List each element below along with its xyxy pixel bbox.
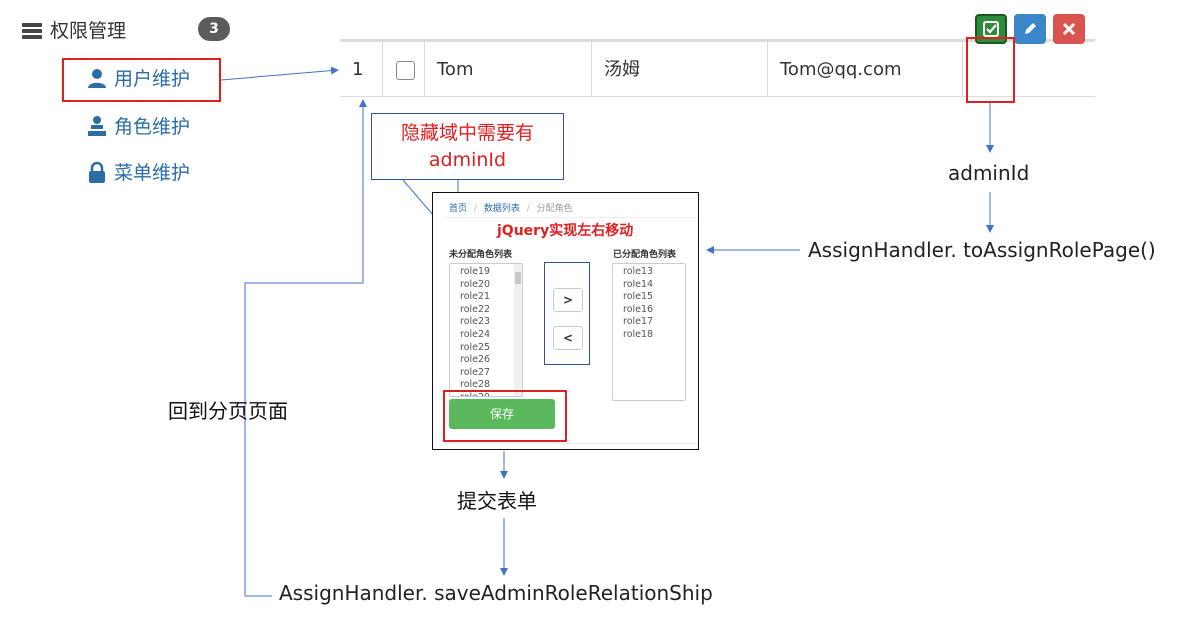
unassigned-role-list[interactable]: role19 role20 role21 role22 role23 role2… bbox=[449, 263, 523, 397]
server-icon bbox=[22, 22, 42, 39]
sidebar-header-label: 权限管理 bbox=[50, 20, 127, 42]
breadcrumb: 首页 / 数据列表 / 分配角色 bbox=[449, 201, 573, 214]
assigned-label: 已分配角色列表 bbox=[613, 250, 677, 260]
sidebar-item-label: 角色维护 bbox=[114, 116, 191, 138]
line-back-to-page bbox=[244, 99, 367, 596]
move-left-button[interactable]: < bbox=[553, 326, 583, 350]
list-item[interactable]: role14 bbox=[623, 278, 654, 290]
sidebar-item-menu[interactable]: 菜单维护 bbox=[86, 158, 190, 185]
to-assign-handler-label: AssignHandler. toAssignRolePage() bbox=[808, 238, 1156, 262]
row-checkbox[interactable] bbox=[396, 61, 415, 80]
breadcrumb-data-list[interactable]: 数据列表 bbox=[483, 204, 520, 214]
unassigned-label: 未分配角色列表 bbox=[449, 250, 513, 260]
row-index: 1 bbox=[340, 42, 383, 97]
list-item[interactable]: role22 bbox=[460, 303, 491, 315]
breadcrumb-home[interactable]: 首页 bbox=[449, 204, 468, 214]
assign-role-button[interactable] bbox=[975, 14, 1007, 44]
list-item[interactable]: role28 bbox=[460, 379, 491, 391]
table-row: 1 Tom 汤姆 Tom@qq.com bbox=[340, 39, 1095, 97]
save-button[interactable]: 保存 bbox=[449, 399, 555, 429]
move-right-button[interactable]: > bbox=[553, 288, 583, 312]
delete-button[interactable] bbox=[1053, 14, 1085, 44]
list-item[interactable]: role25 bbox=[460, 341, 491, 353]
hidden-field-note-line2: adminId bbox=[428, 149, 507, 171]
list-item[interactable]: role29 bbox=[450, 392, 522, 396]
list-item[interactable]: role18 bbox=[623, 328, 654, 340]
save-handler-label: AssignHandler. saveAdminRoleRelationShip bbox=[279, 581, 713, 605]
sidebar-item-role[interactable]: 角色维护 bbox=[86, 112, 190, 139]
list-item[interactable]: role21 bbox=[460, 291, 491, 303]
list-item[interactable]: role20 bbox=[460, 278, 491, 290]
hidden-field-note: 隐藏域中需要有 adminId bbox=[371, 113, 564, 180]
list-item[interactable]: role13 bbox=[623, 266, 654, 277]
list-item[interactable]: role24 bbox=[460, 328, 491, 340]
breadcrumb-sep: / bbox=[526, 204, 530, 214]
role-icon bbox=[86, 115, 108, 137]
highlight-user-item bbox=[62, 58, 221, 102]
list-item[interactable]: role16 bbox=[623, 303, 654, 315]
lock-icon bbox=[86, 161, 108, 183]
list-scrollbar[interactable] bbox=[514, 264, 522, 396]
submit-form-label: 提交表单 bbox=[457, 489, 537, 513]
back-to-page-label: 回到分页页面 bbox=[168, 399, 288, 423]
user-icon bbox=[86, 67, 108, 89]
highlight-assign-button bbox=[966, 37, 1015, 103]
edit-button[interactable] bbox=[1014, 14, 1046, 44]
assign-role-icon bbox=[983, 21, 999, 37]
arrow-user-to-row bbox=[220, 66, 339, 81]
assigned-role-list[interactable]: role13 role14 role15 role16 role17 role1… bbox=[612, 263, 686, 401]
hidden-field-note-line1: 隐藏域中需要有 bbox=[400, 122, 534, 144]
breadcrumb-current: 分配角色 bbox=[536, 204, 573, 214]
list-item[interactable]: role27 bbox=[460, 366, 491, 378]
sidebar-header[interactable]: 权限管理 bbox=[22, 16, 126, 43]
admin-id-label: adminId bbox=[948, 161, 1030, 185]
row-cn-name: 汤姆 bbox=[592, 42, 768, 97]
sidebar-item-label: 菜单维护 bbox=[114, 162, 191, 184]
list-item[interactable]: role15 bbox=[623, 291, 654, 303]
list-item[interactable]: role17 bbox=[623, 316, 654, 328]
row-checkbox-cell bbox=[383, 42, 425, 97]
highlight-save-button bbox=[443, 390, 567, 442]
jquery-note: jQuery实现左右移动 bbox=[497, 223, 634, 239]
delete-icon bbox=[1062, 22, 1076, 36]
breadcrumb-sep: / bbox=[473, 204, 477, 214]
list-item[interactable]: role23 bbox=[460, 316, 491, 328]
list-item[interactable]: role19 bbox=[460, 266, 491, 277]
sidebar-item-user[interactable]: 用户维护 bbox=[86, 64, 190, 91]
sidebar-item-label: 用户维护 bbox=[114, 68, 191, 90]
row-email: Tom@qq.com bbox=[768, 42, 963, 97]
edit-icon bbox=[1025, 23, 1036, 34]
move-buttons-group: > < bbox=[544, 262, 590, 365]
count-badge: 3 bbox=[198, 17, 230, 41]
row-name: Tom bbox=[425, 42, 592, 97]
list-item[interactable]: role26 bbox=[460, 354, 491, 366]
